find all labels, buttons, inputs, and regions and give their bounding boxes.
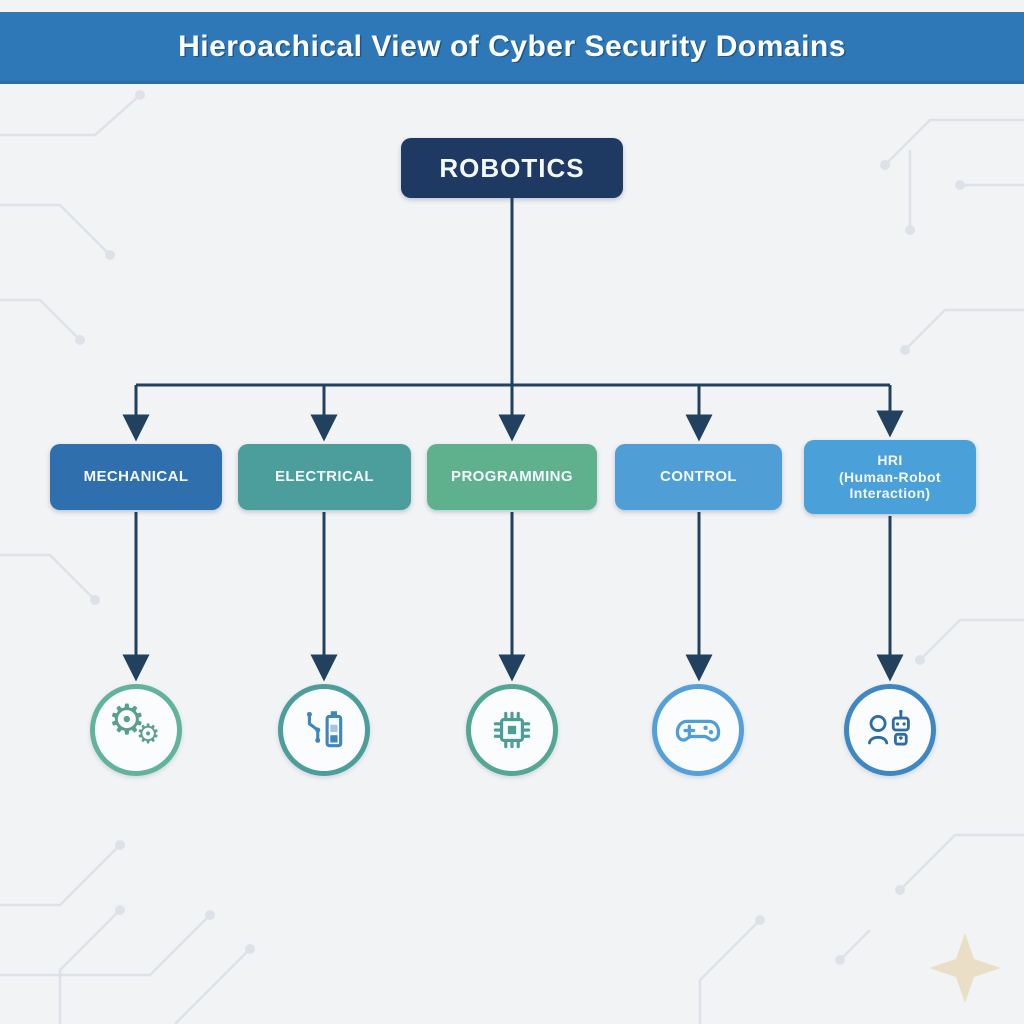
page-title: Hieroachical View of Cyber Security Doma… xyxy=(178,29,846,63)
root-node-label: ROBOTICS xyxy=(439,152,585,183)
gears-icon: ⚙ ⚙ xyxy=(108,699,164,755)
microchip-icon xyxy=(493,711,531,749)
game-controller-icon xyxy=(675,719,721,742)
icon-circle-programming xyxy=(466,684,558,776)
node-control-label: CONTROL xyxy=(660,468,737,485)
human-robot-icon xyxy=(868,709,910,746)
node-mechanical: MECHANICAL xyxy=(50,444,222,510)
node-mechanical-label: MECHANICAL xyxy=(83,468,189,485)
node-electrical-label: ELECTRICAL xyxy=(275,468,374,485)
node-control: CONTROL xyxy=(615,444,782,510)
title-banner: Hieroachical View of Cyber Security Doma… xyxy=(0,12,1024,84)
node-programming: PROGRAMMING xyxy=(427,444,597,510)
node-programming-label: PROGRAMMING xyxy=(451,468,573,485)
battery-circuit-icon xyxy=(306,711,343,748)
gear-large-glyph: ⚙ xyxy=(108,695,146,744)
sparkle-decoration xyxy=(929,933,1001,1003)
node-hri: HRI (Human-Robot Interaction) xyxy=(804,440,976,514)
icon-circle-mechanical: ⚙ ⚙ xyxy=(90,684,182,776)
node-electrical: ELECTRICAL xyxy=(238,444,411,510)
root-node-robotics: ROBOTICS xyxy=(401,138,623,198)
icon-circle-control xyxy=(652,684,744,776)
gear-small-glyph: ⚙ xyxy=(136,719,161,750)
icon-circle-hri xyxy=(844,684,936,776)
node-hri-label: HRI (Human-Robot Interaction) xyxy=(838,451,941,502)
icon-circle-electrical xyxy=(278,684,370,776)
